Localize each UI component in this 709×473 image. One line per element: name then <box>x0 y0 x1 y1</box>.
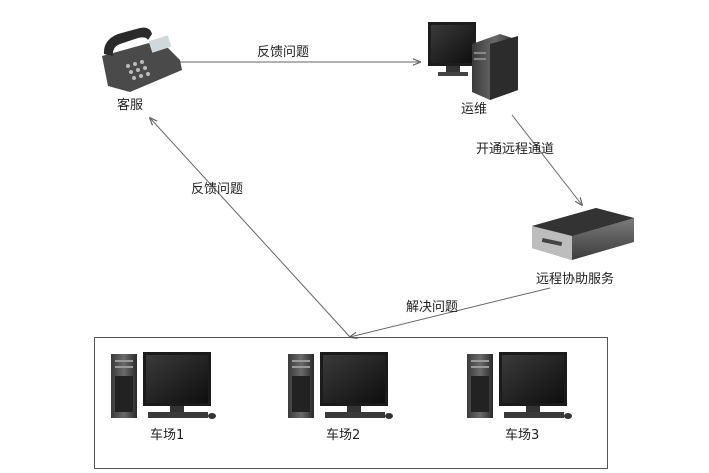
telephone-icon <box>102 27 182 92</box>
edge-label-cs-to-ops: 反馈问题 <box>257 45 310 60</box>
lot3-computer-icon <box>467 352 572 419</box>
edge-ops-to-service <box>511 114 582 205</box>
node-label-ops: 运维 <box>461 102 488 117</box>
node-label-remote-service: 远程协助服务 <box>536 272 615 287</box>
node-label-customer-service: 客服 <box>117 98 144 113</box>
node-label-lot1: 车场1 <box>150 428 185 443</box>
edge-lot-to-cs <box>150 118 351 338</box>
edge-label-lot-to-cs: 反馈问题 <box>191 182 244 197</box>
node-label-lot3: 车场3 <box>505 428 540 443</box>
lot2-computer-icon <box>288 352 393 419</box>
edge-service-to-lot <box>350 287 551 337</box>
parking-lots-group <box>94 337 608 469</box>
lot1-computer-icon <box>111 352 216 419</box>
edge-label-service-to-lot: 解决问题 <box>406 300 459 315</box>
edge-label-ops-to-service: 开通远程通道 <box>476 142 555 157</box>
node-label-lot2: 车场2 <box>326 428 361 443</box>
ops-computer-icon <box>428 22 518 100</box>
server-icon <box>532 208 634 260</box>
